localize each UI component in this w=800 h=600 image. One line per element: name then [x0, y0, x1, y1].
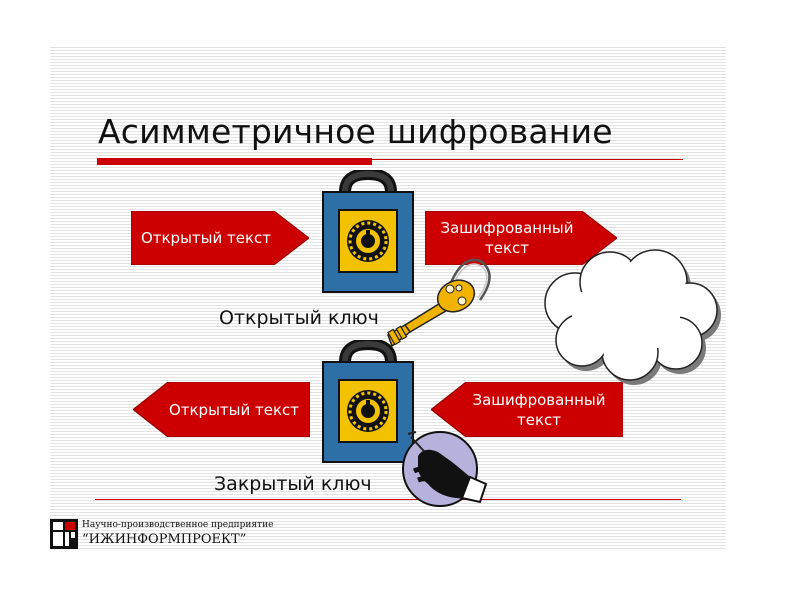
- ciphertext-label-bottom: Зашифрованный текст: [472, 390, 606, 429]
- ciphertext-label-top: Зашифрованный текст: [440, 219, 574, 257]
- arrow-left-shape: [431, 382, 623, 437]
- title-underline-bar: [97, 158, 372, 165]
- plaintext-label-bottom: Открытый текст: [168, 400, 300, 419]
- hand-with-key-icon: [402, 431, 488, 507]
- plaintext-label-top: Открытый текст: [140, 229, 272, 247]
- cloud-icon: [544, 249, 721, 385]
- arrow-right-shape: [425, 211, 617, 265]
- arrow-right-shape: [131, 211, 309, 265]
- key-icon: [387, 258, 491, 348]
- private-key-label: Закрытый ключ: [214, 473, 372, 495]
- title-underline: [97, 159, 683, 160]
- public-key-label: Открытый ключ: [219, 307, 379, 329]
- slide-title: Асимметричное шифрование: [98, 112, 613, 151]
- plaintext-arrow-top: Открытый текст: [131, 211, 309, 265]
- ciphertext-arrow-bottom: Зашифрованный текст: [431, 382, 623, 437]
- plaintext-arrow-bottom: Открытый текст: [133, 382, 310, 437]
- company-logo-icon: [50, 519, 78, 549]
- ciphertext-arrow-top: Зашифрованный текст: [425, 211, 617, 265]
- bottom-divider: [95, 499, 681, 500]
- padlock-icon-top: [318, 167, 418, 295]
- company-name: “ИЖИНФОРМПРОЕКТ”: [82, 532, 247, 547]
- padlock-icon-bottom: [318, 337, 418, 465]
- arrow-left-shape: [133, 382, 310, 437]
- company-description: Научно-производственное предприятие: [82, 520, 274, 530]
